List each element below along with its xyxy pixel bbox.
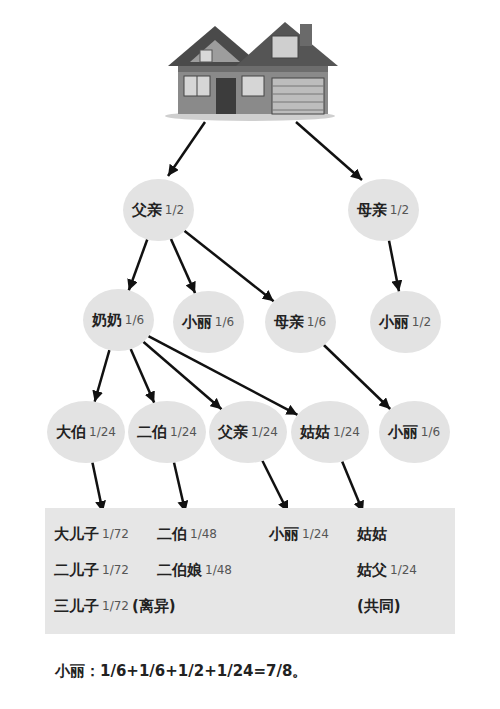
share-fraction: 1/24 <box>302 527 329 541</box>
circle-text: 母亲1/2 <box>357 201 409 219</box>
person-name: 奶奶 <box>92 311 122 329</box>
text-line: 小丽1/24 <box>269 516 329 552</box>
share-fraction: 1/6 <box>421 425 440 439</box>
text-line: 姑父1/24 <box>357 552 417 588</box>
share-fraction: 1/2 <box>412 315 431 329</box>
inherit-arrow <box>171 239 195 293</box>
share-fraction: 1/24 <box>89 425 116 439</box>
text-line: 二伯娘1/48 <box>157 552 232 588</box>
circle-text: 小丽1/6 <box>182 313 234 331</box>
inherit-arrow <box>131 349 155 403</box>
group-text: 二伯1/48二伯娘1/48 <box>157 516 232 588</box>
person-name: 姑父 <box>357 561 387 579</box>
inherit-arrow <box>262 461 288 512</box>
person-name: 二伯 <box>137 423 167 441</box>
share-fraction: 1/2 <box>390 203 409 217</box>
person-circle: 小丽1/6 <box>173 291 244 353</box>
heir-group: 二伯1/48二伯娘1/48 <box>153 512 236 592</box>
circle-text: 小丽1/6 <box>388 423 440 441</box>
person-name: (共同) <box>357 597 401 615</box>
inherit-arrow <box>389 241 399 292</box>
share-fraction: 1/48 <box>205 563 232 577</box>
group-text: 姑姑姑父1/24 (共同) <box>357 516 417 624</box>
share-fraction: 1/6 <box>307 315 326 329</box>
share-fraction: 1/72 <box>102 599 129 613</box>
person-name: 小丽 <box>388 423 418 441</box>
inherit-arrow <box>92 463 102 512</box>
circle-text: 小丽1/2 <box>379 313 431 331</box>
share-fraction: 1/72 <box>102 563 129 577</box>
person-name: 大儿子 <box>54 525 99 543</box>
share-fraction: 1/24 <box>251 425 278 439</box>
person-name: 姑姑 <box>357 525 387 543</box>
person-name: 三儿子 <box>54 597 99 615</box>
person-circle: 父亲1/24 <box>209 401 287 463</box>
text-line: 三儿子1/72(离异) <box>54 588 176 624</box>
person-name: 父亲 <box>218 423 248 441</box>
heir-group: 小丽1/24 <box>265 512 333 556</box>
inherit-arrow <box>174 462 185 512</box>
person-name: 小丽 <box>379 313 409 331</box>
person-name: (离异) <box>132 597 176 615</box>
share-band: 大儿子1/72二儿子1/72三儿子1/72(离异)二伯1/48二伯娘1/48小丽… <box>45 508 455 634</box>
sum-note: 小丽：1/6+1/6+1/2+1/24=7/8。 <box>55 662 307 681</box>
group-text: 小丽1/24 <box>269 516 329 552</box>
person-circle: 大伯1/24 <box>47 401 125 463</box>
share-fraction: 1/72 <box>102 527 129 541</box>
inherit-arrow <box>324 345 390 409</box>
inherit-arrow <box>342 461 363 512</box>
heir-group: 姑姑姑父1/24 (共同) <box>353 512 421 628</box>
share-fraction: 1/48 <box>190 527 217 541</box>
person-name: 大伯 <box>56 423 86 441</box>
share-fraction: 1/6 <box>125 313 144 327</box>
person-name: 二伯 <box>157 525 187 543</box>
person-name: 小丽 <box>269 525 299 543</box>
person-name: 二儿子 <box>54 561 99 579</box>
circle-text: 大伯1/24 <box>56 423 116 441</box>
person-name: 母亲 <box>357 201 387 219</box>
person-name: 二伯娘 <box>157 561 202 579</box>
person-circle: 小丽1/2 <box>370 291 441 353</box>
circle-text: 母亲1/6 <box>274 313 326 331</box>
person-name: 父亲 <box>132 201 162 219</box>
person-circle: 小丽1/6 <box>379 401 450 463</box>
circle-text: 父亲1/24 <box>218 423 278 441</box>
person-name: 母亲 <box>274 313 304 331</box>
person-circle: 奶奶1/6 <box>83 289 154 351</box>
text-line: (共同) <box>357 588 417 624</box>
text-line: 二伯1/48 <box>157 516 232 552</box>
inherit-arrow <box>184 231 273 301</box>
inherit-arrow <box>95 350 110 402</box>
circle-text: 奶奶1/6 <box>92 311 144 329</box>
person-circle: 二伯1/24 <box>128 401 206 463</box>
circle-text: 父亲1/2 <box>132 201 184 219</box>
person-circle: 父亲1/2 <box>123 179 194 241</box>
share-fraction: 1/6 <box>215 315 234 329</box>
share-fraction: 1/24 <box>333 425 360 439</box>
circle-text: 二伯1/24 <box>137 423 197 441</box>
person-name: 姑姑 <box>300 423 330 441</box>
person-circle: 姑姑1/24 <box>291 401 369 463</box>
person-name: 小丽 <box>182 313 212 331</box>
text-line: 姑姑 <box>357 516 417 552</box>
circle-text: 姑姑1/24 <box>300 423 360 441</box>
person-circle: 母亲1/2 <box>348 179 419 241</box>
share-fraction: 1/2 <box>165 203 184 217</box>
share-fraction: 1/24 <box>170 425 197 439</box>
inherit-arrow <box>129 240 148 291</box>
person-circle: 母亲1/6 <box>265 291 336 353</box>
share-fraction: 1/24 <box>390 563 417 577</box>
